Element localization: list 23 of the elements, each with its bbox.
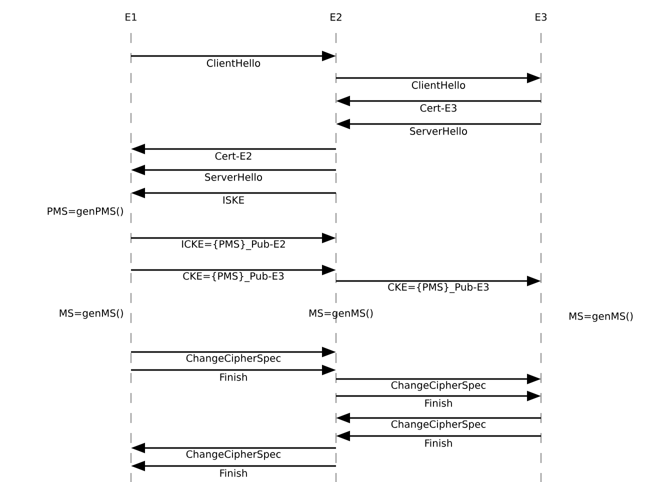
message-label: ServerHello (410, 127, 468, 135)
message-label: Finish (425, 439, 452, 447)
message-label: ChangeCipherSpec (391, 381, 486, 391)
message-label: ChangeCipherSpec (186, 354, 281, 364)
message-label: Finish (220, 469, 247, 477)
participant-label: E3 (536, 13, 547, 21)
message-label: Finish (425, 399, 452, 407)
message-label: Cert-E3 (420, 104, 456, 112)
message-label: ICKE={PMS}_Pub-E2 (182, 240, 285, 250)
message-label: ISKE (223, 196, 244, 204)
message-label: ClientHello (206, 59, 260, 67)
message-label: CKE={PMS}_Pub-E3 (388, 283, 489, 293)
participant-label: E2 (330, 13, 342, 21)
participant-label: E1 (126, 13, 136, 21)
message-label: CKE={PMS}_Pub-E3 (183, 272, 284, 282)
message-label: Finish (220, 373, 247, 381)
message-label: ChangeCipherSpec (186, 450, 281, 460)
note-text: MS=genMS() (570, 312, 633, 322)
message-label: ServerHello (205, 173, 262, 181)
message-label: ChangeCipherSpec (391, 420, 486, 430)
message-label: Cert-E2 (215, 152, 252, 160)
note-text: MS=genMS() (310, 309, 373, 319)
message-label: ClientHello (412, 81, 466, 89)
